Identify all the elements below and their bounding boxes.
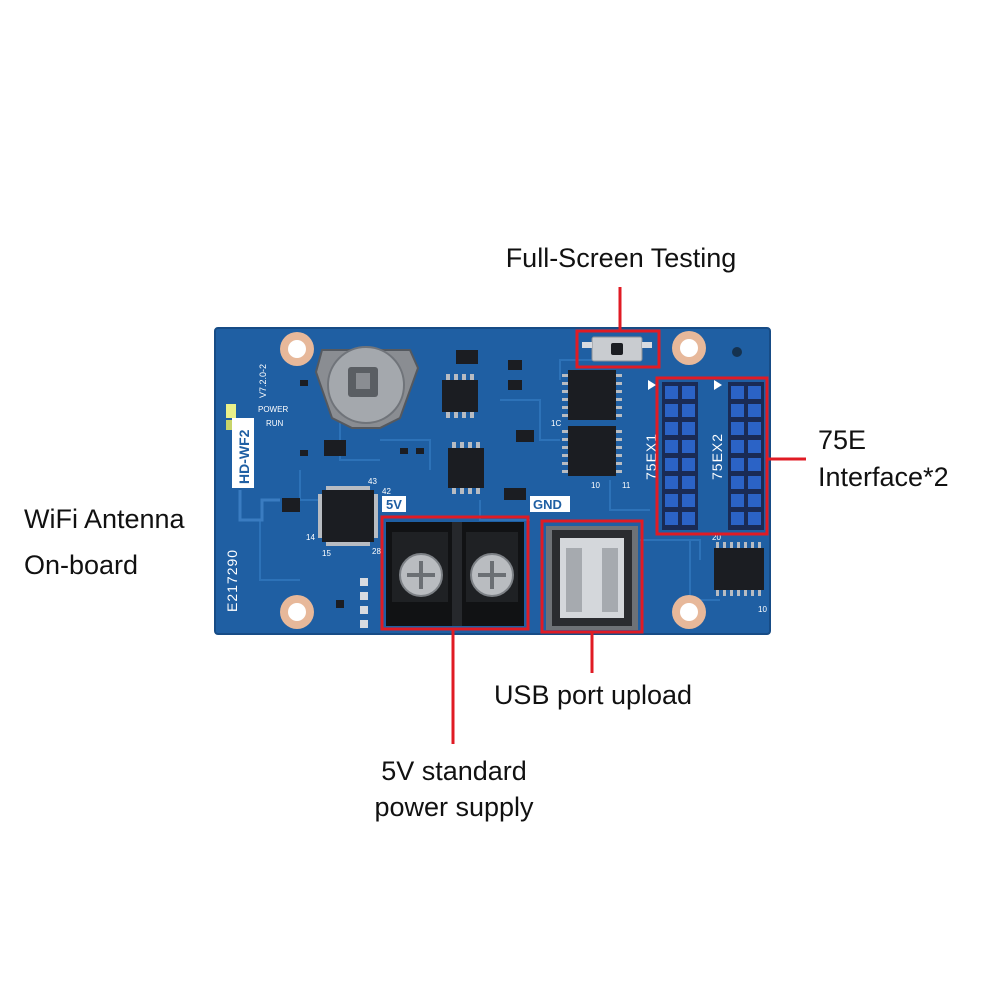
callout-box-headers [655,376,769,536]
header-75ex1-label: 75EX1 [643,433,659,480]
buffer-chip-2 [562,426,622,476]
mounting-holes [280,331,742,629]
callout-full-screen-testing-line1: Full-Screen Testing [505,243,737,273]
terminal-block [386,522,524,626]
model-label: HD-WF2 [232,418,254,488]
pin-14: 14 [306,533,315,542]
header-1-arrow [648,380,656,390]
run-led [226,420,236,430]
battery-holder [314,346,420,429]
pin-43: 43 [368,477,377,486]
header-75ex2 [728,382,764,530]
sop-chip-1 [442,374,478,418]
label-gnd-text: GND [533,497,562,512]
callout-usb-line1: USB port upload [493,680,693,710]
side-pins [360,578,368,628]
callout-wifi-antenna: WiFi Antenna On-board [24,496,185,588]
callout-75e-line1: 75E [818,425,867,455]
callout-box-terminal [380,515,530,631]
callout-75e-line2: Interface*2 [818,462,949,492]
power-led [226,404,236,418]
pin-10a: 10 [591,481,600,490]
pcb-board: HD-WF2 V7.2.0-2 POWER RUN E217290 43 42 … [214,327,771,635]
run-led-label: RUN [266,419,284,428]
label-5v-text: 5V [386,497,402,512]
sop-chip-2 [448,442,484,494]
serial-label: E217290 [224,549,240,612]
test-button [582,336,652,362]
driver-chip [714,542,764,596]
model-label-text: HD-WF2 [236,429,252,484]
callout-wifi-line1: WiFi Antenna [24,504,185,534]
callout-power-supply: 5V standard power supply [352,753,556,825]
header-75ex2-label: 75EX2 [709,433,725,480]
pin-10b: 10 [758,605,767,614]
header-2-arrow [714,380,722,390]
pin-1c: 1C [551,419,561,428]
pin-11: 11 [622,481,631,490]
pin-28: 28 [372,547,381,556]
power-led-label: POWER [258,405,288,414]
pin-20: 20 [712,533,721,542]
callout-usb-upload: USB port upload [480,677,706,713]
pin-42: 42 [382,487,391,496]
pin-15: 15 [322,549,331,558]
wifi-antenna-trace [238,490,280,522]
label-gnd: GND [530,496,570,512]
version-label: V7.2.0-2 [258,364,268,398]
callout-box-test-button [575,329,661,369]
callout-full-screen-testing: Full-Screen Testing [490,240,752,276]
usb-port [546,526,638,630]
callout-marks [380,287,806,744]
header-75ex1 [662,382,698,530]
callout-75e-interface: 75E Interface*2 [818,422,949,496]
smd-components [282,350,534,608]
buffer-chip-1 [562,370,622,420]
callout-wifi-line2: On-board [24,550,139,580]
callout-power-line2: power supply [374,792,534,822]
mcu-chip [318,486,378,546]
label-5v: 5V [382,496,406,512]
callout-power-line1: 5V standard [381,756,527,786]
